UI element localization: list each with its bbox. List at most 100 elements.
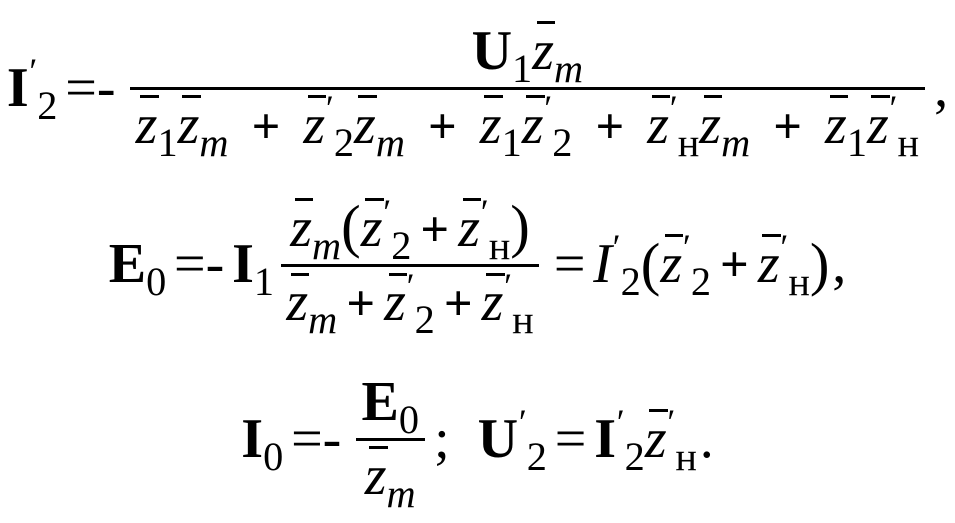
formula-glyph: 1 xyxy=(512,45,533,91)
equals-minus-sign: =- xyxy=(291,408,342,470)
formula-glyph: zm xyxy=(354,93,405,163)
formula-glyph: + xyxy=(251,97,281,154)
equation-current-i2: I′2 =- U1zm z1zm + z′2zm + z1z′2 + z′нzm… xyxy=(0,12,955,164)
formula-glyph: z xyxy=(825,93,848,156)
formula-glyph: 0 xyxy=(398,396,419,442)
formula-glyph: ′ xyxy=(544,88,553,129)
formula-glyph: z1 xyxy=(479,93,522,163)
formula-glyph: 2 xyxy=(552,119,573,165)
fraction-i2: U1zm z1zm + z′2zm + z1z′2 + z′нzm + z1z′… xyxy=(130,19,925,163)
formula-glyph: ′ xyxy=(612,227,621,268)
formula-glyph: m xyxy=(308,297,338,343)
fraction-denominator: z1zm + z′2zm + z1z′2 + z′нzm + z1z′н xyxy=(130,90,925,163)
formula-glyph: z′2 xyxy=(522,90,573,162)
formula-glyph: m xyxy=(375,119,405,165)
formula-glyph: z1 xyxy=(135,93,178,163)
fraction-line xyxy=(130,86,925,90)
fraction-e0: zm(z′2+z′н) zm+z′2+z′н xyxy=(280,191,540,340)
u2-prime-symbol: U′2 xyxy=(477,404,547,476)
formula-glyph: z xyxy=(286,271,310,334)
formula-glyph: 1 xyxy=(846,119,867,165)
fraction-line xyxy=(355,437,425,441)
formula-glyph: ′ xyxy=(518,402,527,443)
fraction-denominator: zm xyxy=(359,441,421,514)
formula-glyph: ′ xyxy=(616,402,625,443)
formula-glyph: m xyxy=(386,470,416,516)
equation-emf-e0: E0 =- I1 zm(z′2+z′н) zm+z′2+z′н = I′2 ( … xyxy=(0,188,955,340)
formula-glyph: ′ xyxy=(325,88,334,129)
formula-glyph: z′н xyxy=(647,90,699,162)
formula-glyph: + xyxy=(720,236,749,292)
semicolon: ; xyxy=(434,408,450,470)
formula-glyph: m xyxy=(554,45,584,91)
equals-minus-sign: =- xyxy=(174,233,225,295)
formula-glyph: 2 xyxy=(624,433,645,479)
formula-glyph: z′2 xyxy=(303,90,354,162)
formula-glyph: z xyxy=(303,93,327,156)
formula-glyph: ′ xyxy=(669,88,678,129)
formula-glyph: z′н xyxy=(482,268,534,340)
e0-symbol: E0 xyxy=(109,232,167,302)
formula-glyph: I xyxy=(594,408,616,470)
formula-glyph: z xyxy=(479,93,503,156)
formula-glyph: z xyxy=(644,408,668,470)
formula-glyph: z xyxy=(384,271,407,334)
formula-glyph: z1 xyxy=(825,93,867,163)
formula-glyph: zm xyxy=(290,196,341,266)
formula-glyph: I xyxy=(593,233,612,295)
formula-glyph: + xyxy=(595,97,625,154)
i2-prime-symbol: I′2 xyxy=(6,53,58,125)
right-paren: ) xyxy=(809,231,830,297)
formula-glyph: z xyxy=(290,197,313,260)
left-paren: ( xyxy=(640,231,661,297)
formula-glyph: zm xyxy=(532,19,583,89)
formula-glyph: U1 xyxy=(471,19,533,89)
fraction-numerator: zm(z′2+z′н) xyxy=(285,191,536,266)
formula-glyph: 0 xyxy=(263,433,284,479)
formula-glyph: zm xyxy=(286,270,337,340)
formula-glyph: z xyxy=(647,93,670,156)
formula-glyph: I xyxy=(6,57,29,119)
formula-glyph: U xyxy=(471,19,513,82)
formula-glyph: 2 xyxy=(620,258,641,304)
formula-glyph: н xyxy=(488,223,511,269)
equals-sign: = xyxy=(553,233,586,295)
comma: , xyxy=(832,233,847,295)
formula-glyph: z xyxy=(660,233,684,295)
formula-glyph: н xyxy=(512,297,534,343)
formula-glyph: z xyxy=(354,93,377,156)
fraction-line xyxy=(280,264,540,268)
formula-glyph: 1 xyxy=(501,119,522,165)
formula-glyph: U xyxy=(477,408,519,470)
formula-glyph: m xyxy=(199,119,229,165)
fraction-denominator: zm+z′2+z′н xyxy=(281,265,540,340)
formula-glyph: н xyxy=(675,433,697,479)
fraction-numerator: E0 xyxy=(356,370,425,440)
formula-glyph: ′ xyxy=(682,227,691,268)
formula-glyph: ′ xyxy=(480,191,489,232)
formula-glyph: z xyxy=(364,444,388,507)
formula-glyph: m xyxy=(721,119,751,165)
formula-glyph: + xyxy=(773,97,802,154)
formula-glyph: z′н xyxy=(758,229,810,301)
formula-glyph: ′ xyxy=(667,402,676,443)
formula-glyph: 2 xyxy=(690,258,711,304)
formula-glyph: 2 xyxy=(333,119,355,165)
i2-prime-symbol: I′2 xyxy=(594,404,645,476)
formula-glyph: ′ xyxy=(406,265,415,306)
formula-glyph: zm xyxy=(177,93,229,163)
formula-glyph: z xyxy=(135,93,159,156)
formula-glyph: z′2 xyxy=(361,193,412,265)
formula-glyph: + xyxy=(420,201,450,258)
formula-glyph: z xyxy=(177,93,201,156)
formula-glyph: 0 xyxy=(146,258,167,304)
formula-glyph: 1 xyxy=(253,258,275,304)
period: . xyxy=(699,408,714,470)
formula-glyph: н xyxy=(897,119,920,165)
formula-glyph: z xyxy=(532,19,555,82)
formula-glyph: E xyxy=(361,370,399,433)
formula-glyph: E0 xyxy=(361,370,419,440)
formula-glyph: z′н xyxy=(644,404,697,476)
formula-glyph: I xyxy=(241,408,264,470)
